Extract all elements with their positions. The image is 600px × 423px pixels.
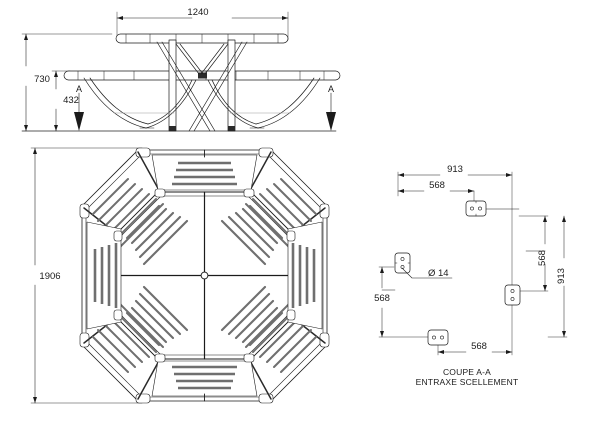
leg-left bbox=[83, 77, 197, 129]
dim-label-overall-width: 1906 bbox=[39, 271, 60, 282]
tabletop-slats bbox=[125, 204, 284, 347]
bench-bottom-slats bbox=[172, 365, 237, 390]
octagon-inner-nodes bbox=[113, 188, 296, 363]
dimension-overall-width bbox=[30, 147, 143, 404]
anchor-plate-top bbox=[465, 200, 487, 217]
dimension-section-568-top bbox=[397, 189, 475, 204]
dim-label-section-568-top: 568 bbox=[429, 180, 445, 191]
dimension-seat-height bbox=[51, 70, 71, 132]
hole-callout-label: Ø 14 bbox=[428, 268, 449, 279]
bench-right bbox=[287, 221, 323, 330]
section-caption-line2: ENTRAXE SCELLEMENT bbox=[416, 377, 519, 387]
section-arrow-right bbox=[326, 92, 336, 131]
bench-top bbox=[151, 149, 258, 191]
anchor-plate-left bbox=[394, 252, 411, 274]
section-mark-right-label: A bbox=[328, 84, 334, 94]
dim-label-section-568-right: 568 bbox=[537, 250, 548, 266]
dimension-table-width bbox=[116, 11, 289, 41]
dim-label-section-913-right: 913 bbox=[556, 268, 567, 284]
hole-callout-leader bbox=[401, 267, 453, 279]
leg-right bbox=[207, 77, 321, 129]
tabletop-slat-group-bottom-right bbox=[220, 285, 284, 347]
section-mark-left-label: A bbox=[76, 84, 82, 94]
bench-right-slats bbox=[291, 243, 316, 308]
dimension-section-913-right bbox=[547, 215, 568, 338]
bench-bottom bbox=[151, 360, 258, 402]
dimension-section-568-right bbox=[518, 215, 549, 292]
bench-slats-nw bbox=[92, 178, 164, 250]
diagonal-benches bbox=[92, 178, 317, 373]
table-top-plank bbox=[115, 33, 289, 44]
tabletop-slat-group-top-right bbox=[220, 204, 284, 266]
bench-left-slats bbox=[93, 243, 118, 308]
dim-label-section-913-top: 913 bbox=[447, 164, 463, 175]
seat-plank bbox=[63, 70, 341, 81]
dim-label-section-568-left: 568 bbox=[374, 293, 390, 304]
section-arrow-left bbox=[74, 92, 84, 131]
tabletop-slat-group-top-left bbox=[125, 204, 189, 266]
anchor-plate-bottom bbox=[427, 329, 449, 346]
dimension-section-913-top bbox=[397, 171, 513, 301]
plan-view bbox=[30, 147, 330, 404]
bench-top-slats bbox=[172, 161, 237, 186]
elevation-view bbox=[21, 11, 341, 132]
dim-label-section-568-bottom: 568 bbox=[471, 341, 487, 352]
tabletop-slat-group-bottom-left bbox=[125, 285, 189, 347]
dim-label-overall-height: 730 bbox=[34, 74, 50, 85]
section-caption-line1: COUPE A-A bbox=[443, 367, 491, 377]
bench-left bbox=[86, 221, 122, 330]
dim-label-seat-height: 432 bbox=[63, 95, 79, 106]
anchor-plate-right bbox=[504, 284, 521, 306]
dim-label-table-width: 1240 bbox=[187, 7, 208, 18]
section-a-a-view bbox=[378, 171, 568, 356]
center-cross bbox=[115, 191, 294, 360]
